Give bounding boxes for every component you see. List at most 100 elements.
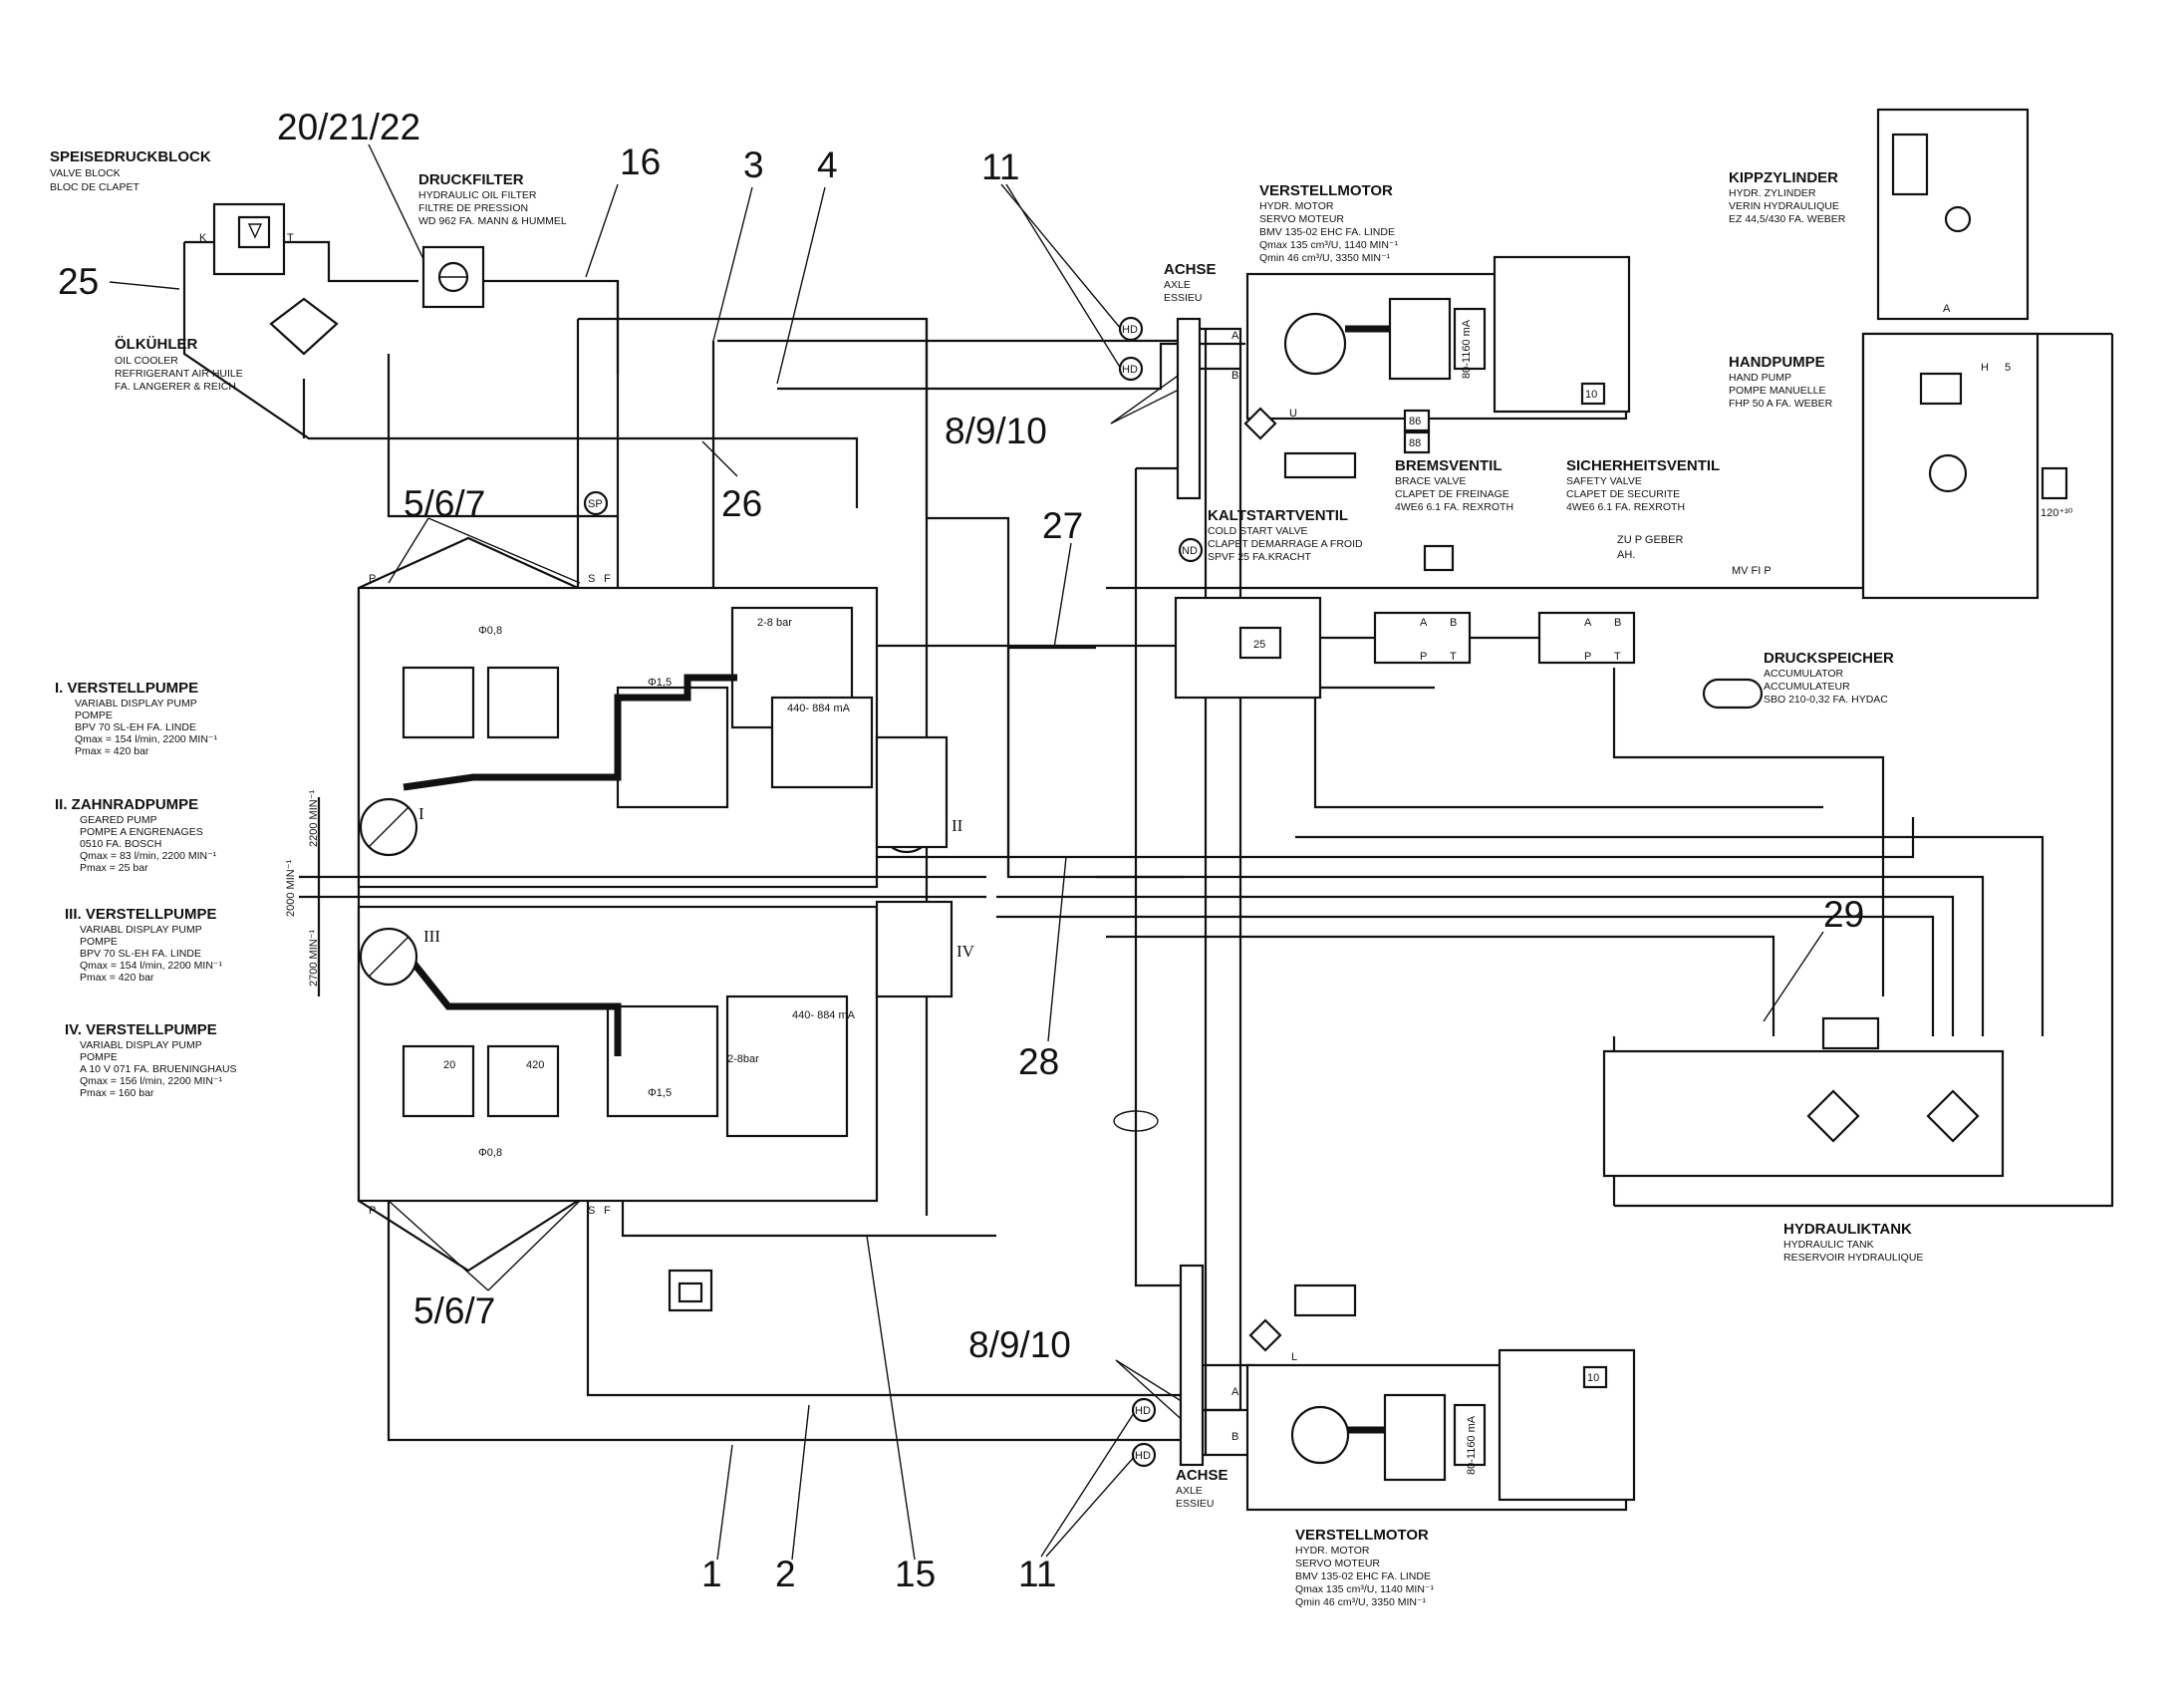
callout-2: 2 (775, 1554, 796, 1594)
hydrauliktank-line-2: RESERVOIR HYDRAULIQUE (1783, 1252, 1923, 1264)
pump3-line-4: Qmax = 154 l/min, 2200 MIN⁻¹ (80, 960, 222, 972)
sicherheitsventil-line-2: CLAPET DE SECURITE (1566, 488, 1680, 500)
callout-8-9-10-bottom: 8/9/10 (968, 1324, 1071, 1365)
ma-upper: 440- 884 mA (787, 703, 851, 714)
sicher-port-a: A (1584, 617, 1592, 629)
pump-labels: I. VERSTELLPUMPE VARIABL DISPLAY PUMP PO… (55, 680, 237, 1099)
achse-top-title: ACHSE (1164, 261, 1217, 278)
sicher-port-t: T (1614, 651, 1621, 663)
brems-port-t: T (1450, 651, 1457, 663)
druckfilter-line-2: FILTRE DE PRESSION (418, 202, 528, 214)
roman-iv: IV (956, 942, 975, 961)
verstellmotor-top-line-3: BMV 135-02 EHC FA. LINDE (1259, 226, 1395, 238)
drive-shafts: 2200 MIN⁻¹ 2700 MIN⁻¹ 2000 MIN⁻¹ (285, 790, 986, 996)
verstellmotor-top-line-5: Qmin 46 cm³/U, 3350 MIN⁻¹ (1259, 252, 1390, 264)
verstellmotor-bottom-line-4: Qmax 135 cm³/U, 1140 MIN⁻¹ (1295, 1583, 1434, 1595)
phi15-upper: Φ1,5 (648, 677, 672, 689)
verstellmotor-bottom-title: VERSTELLMOTOR (1295, 1527, 1429, 1544)
mot-top-port-b: B (1231, 370, 1238, 382)
oelkuehler-line-3: FA. LANGERER & REICH (115, 381, 236, 393)
mot-bottom-port-b: B (1231, 1431, 1238, 1443)
callout-15: 15 (895, 1554, 936, 1594)
pump2-line-3: 0510 FA. BOSCH (80, 838, 161, 850)
druckspeicher-line-2: ACCUMULATEUR (1764, 681, 1850, 693)
druckfilter: DRUCKFILTER HYDRAULIC OIL FILTER FILTRE … (418, 171, 567, 309)
kippzylinder-line-1: HYDR. ZYLINDER (1729, 187, 1816, 199)
speisedruckblock-title: SPEISEDRUCKBLOCK (50, 148, 211, 165)
pump3-line-1: VARIABL DISPLAY PUMP (80, 924, 202, 936)
druckspeicher: DRUCKSPEICHER ACCUMULATOR ACCUMULATEUR S… (1702, 650, 1894, 710)
druckspeicher-line-3: SBO 210-0,32 FA. HYDAC (1764, 694, 1888, 706)
oelkuehler-line-1: OIL COOLER (115, 355, 178, 367)
callout-5-6-7-bottom: 5/6/7 (413, 1290, 495, 1331)
sensor-hd-top-2: HD (1122, 364, 1138, 376)
bremsventil-line-2: CLAPET DE FREINAGE (1395, 488, 1509, 500)
kippzylinder-line-3: EZ 44,5/430 FA. WEBER (1729, 213, 1846, 225)
label-mv-fi-p: MV FI P (1732, 565, 1772, 577)
callout-27: 27 (1042, 505, 1083, 546)
label-ah: AH. (1617, 549, 1635, 561)
axle-bottom: ACHSE AXLE ESSIEU (1176, 1264, 1228, 1510)
mot-top-port-u: U (1289, 408, 1297, 420)
pump2-line-1: GEARED PUMP (80, 814, 157, 826)
axle-top: ACHSE AXLE ESSIEU (1164, 261, 1217, 500)
tag-420: 420 (526, 1059, 544, 1071)
sensor-nd: ND (1182, 545, 1198, 557)
sensor-hd-bottom-2: HD (1135, 1450, 1151, 1462)
mot-bottom-port-a: A (1231, 1386, 1239, 1398)
lower-port-p: P (369, 1205, 376, 1217)
hand-port-h: H (1981, 362, 1989, 374)
bremsventil: A B P T BREMSVENTIL BRACE VALVE CLAPET D… (1373, 457, 1513, 665)
achse-top-line-2: ESSIEU (1164, 292, 1203, 304)
upper-port-p: P (369, 573, 376, 585)
callout-8-9-10-top: 8/9/10 (945, 411, 1047, 451)
verstellmotor-bottom-line-2: SERVO MOTEUR (1295, 1558, 1380, 1569)
mot-top-tag-10: 10 (1585, 389, 1597, 401)
mot-top-port-a: A (1231, 330, 1239, 342)
handpumpe-title: HANDPUMPE (1729, 354, 1825, 371)
verstellmotor-top-title: VERSTELLMOTOR (1259, 182, 1393, 199)
callout-26: 26 (721, 483, 762, 524)
phi15-lower: Φ1,5 (648, 1087, 672, 1099)
callout-11-bottom: 11 (1018, 1554, 1056, 1594)
sicher-port-p: P (1584, 651, 1591, 663)
port-t: T (287, 232, 294, 244)
sensor-hd-top-1: HD (1122, 324, 1138, 336)
pump2-title: II. ZAHNRADPUMPE (55, 796, 198, 813)
druckfilter-title: DRUCKFILTER (418, 171, 524, 188)
verstellmotor-bottom-line-3: BMV 135-02 EHC FA. LINDE (1295, 1570, 1431, 1582)
pump2-line-4: Qmax = 83 l/min, 2200 MIN⁻¹ (80, 850, 217, 862)
achse-bottom-title: ACHSE (1176, 1467, 1228, 1484)
verstellmotor-top-line-4: Qmax 135 cm³/U, 1140 MIN⁻¹ (1259, 239, 1398, 251)
handpumpe-line-1: HAND PUMP (1729, 372, 1791, 384)
speisedruckblock: K T SPEISEDRUCKBLOCK VALVE BLOCK BLOC DE… (50, 148, 294, 276)
rpm-2200: 2200 MIN⁻¹ (308, 790, 320, 847)
lower-port-f: F (604, 1205, 611, 1217)
ma-lower: 440- 884 mA (792, 1009, 856, 1021)
port-k: K (199, 232, 207, 244)
pump2-line-2: POMPE A ENGRENAGES (80, 826, 203, 838)
tag-20: 20 (443, 1059, 455, 1071)
sicher-port-b: B (1614, 617, 1621, 629)
sensor-hd-bottom-1: HD (1135, 1405, 1151, 1417)
mot-bottom-ma: 80-1160 mA (1466, 1415, 1478, 1475)
verstellmotor-top: A B U 80-1160 mA 10 VERSTELLMOTOR HYDR. … (1231, 182, 1631, 421)
bar-2-8-upper: 2-8 bar (757, 617, 792, 629)
pump4-line-5: Pmax = 160 bar (80, 1087, 154, 1099)
pump3-title: III. VERSTELLPUMPE (65, 906, 217, 923)
pump3-line-2: POMPE (80, 936, 118, 948)
roman-ii: II (952, 816, 963, 835)
sensor-sp: SP (588, 498, 603, 510)
pump1-line-5: Pmax = 420 bar (75, 745, 149, 757)
pump1-line-3: BPV 70 SL-EH FA. LINDE (75, 721, 196, 733)
tag-120-30: 120⁺³⁰ (2041, 507, 2073, 519)
sicherheitsventil-line-1: SAFETY VALVE (1566, 475, 1642, 487)
callout-3: 3 (743, 144, 764, 185)
oelkuehler: ÖLKÜHLER OIL COOLER REFRIGERANT AIR HUIL… (115, 336, 243, 393)
roman-iii: III (423, 927, 440, 946)
rpm-2000: 2000 MIN⁻¹ (285, 860, 297, 917)
callout-16: 16 (620, 142, 661, 182)
lower-port-s: S (588, 1205, 595, 1217)
hydrauliktank-line-1: HYDRAULIC TANK (1783, 1239, 1874, 1251)
